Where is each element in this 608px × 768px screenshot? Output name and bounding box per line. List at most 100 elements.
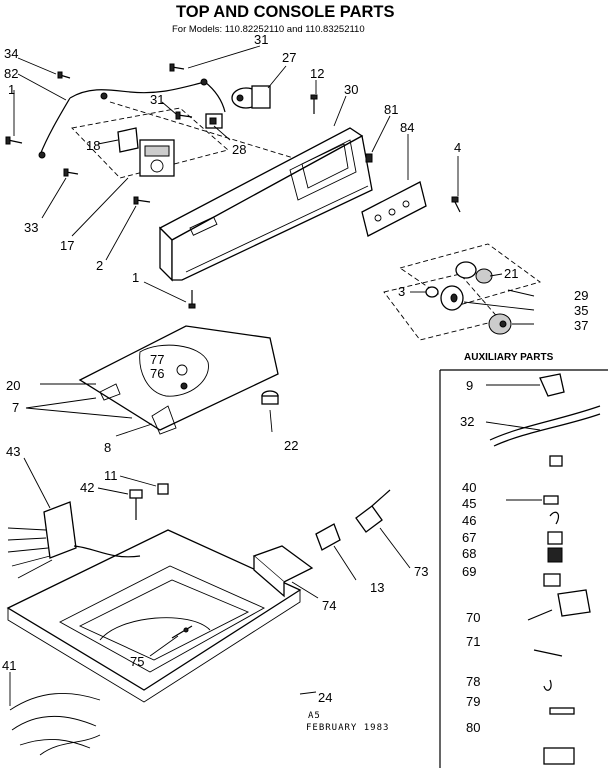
aux-label-67: 67 bbox=[462, 530, 476, 545]
harness-41 bbox=[9, 692, 101, 756]
callout-22: 22 bbox=[284, 438, 298, 453]
bracket-74 bbox=[252, 545, 314, 598]
callout-34: 34 bbox=[4, 46, 18, 61]
screw-4 bbox=[451, 196, 461, 213]
aux-clip-9 bbox=[539, 373, 565, 397]
aux-label-9: 9 bbox=[466, 378, 473, 393]
callout-11: 11 bbox=[104, 468, 118, 483]
aux-label-71: 71 bbox=[466, 634, 480, 649]
aux-clip-78 bbox=[543, 679, 552, 691]
callout-73: 73 bbox=[414, 564, 428, 579]
aux-label-80: 80 bbox=[466, 720, 480, 735]
timer-motor-27 bbox=[231, 85, 271, 109]
screw-34 bbox=[57, 71, 71, 79]
callout-31-lower: 31 bbox=[150, 92, 164, 107]
aux-label-78: 78 bbox=[466, 674, 480, 689]
callout-2: 2 bbox=[96, 258, 103, 273]
aux-pin-71b bbox=[533, 649, 563, 657]
callout-13: 13 bbox=[370, 580, 384, 595]
control-panel-84 bbox=[361, 181, 427, 237]
aux-label-46: 46 bbox=[462, 513, 476, 528]
leader-lines bbox=[9, 45, 542, 706]
callout-31-top: 31 bbox=[254, 32, 268, 47]
knob-35 bbox=[440, 285, 464, 311]
harness-routing-line bbox=[109, 101, 301, 161]
aux-plug-67 bbox=[547, 531, 563, 545]
aux-label-32: 32 bbox=[460, 414, 474, 429]
switch-28 bbox=[205, 113, 223, 129]
lid-switch-73 bbox=[355, 489, 391, 533]
diagram-title: TOP AND CONSOLE PARTS bbox=[176, 3, 395, 21]
callout-30: 30 bbox=[344, 82, 358, 97]
callout-labels: 34 82 1 31 27 12 30 81 84 4 31 18 28 33 … bbox=[2, 32, 588, 705]
aux-label-70: 70 bbox=[466, 610, 480, 625]
aux-connector-40 bbox=[549, 455, 563, 467]
callout-42: 42 bbox=[80, 480, 94, 495]
motor-17 bbox=[139, 139, 175, 177]
aux-hose-32 bbox=[489, 405, 601, 447]
aux-strip-79 bbox=[549, 707, 575, 715]
callout-20: 20 bbox=[6, 378, 20, 393]
callout-77: 77 bbox=[150, 352, 164, 367]
clip-81 bbox=[365, 153, 373, 163]
harness-43 bbox=[7, 501, 141, 579]
callout-1-upper: 1 bbox=[8, 82, 15, 97]
auxiliary-parts-panel: AUXILIARY PARTS bbox=[439, 352, 608, 768]
aux-label-79: 79 bbox=[466, 694, 480, 709]
lid-assembly bbox=[78, 325, 279, 435]
callout-41: 41 bbox=[2, 658, 16, 673]
aux-relay-69 bbox=[543, 573, 561, 587]
aux-label-69: 69 bbox=[462, 564, 476, 579]
footer-date: FEBRUARY 1983 bbox=[306, 723, 389, 733]
callout-84: 84 bbox=[400, 120, 414, 135]
aux-clip-46 bbox=[549, 511, 560, 525]
spacer-3 bbox=[425, 286, 439, 298]
aux-terminal-45 bbox=[543, 495, 559, 505]
callout-21: 21 bbox=[504, 266, 518, 281]
screw-31-lower bbox=[175, 111, 193, 120]
aux-label-45: 45 bbox=[462, 496, 476, 511]
callout-3: 3 bbox=[398, 284, 405, 299]
callout-17: 17 bbox=[60, 238, 74, 253]
clip-75 bbox=[171, 625, 193, 639]
knob-21 bbox=[455, 261, 493, 284]
bracket-18 bbox=[117, 127, 139, 153]
screw-1-upper bbox=[5, 136, 23, 145]
callout-8: 8 bbox=[104, 440, 111, 455]
callout-7: 7 bbox=[12, 400, 19, 415]
knob-37 bbox=[488, 313, 512, 335]
aux-block-80 bbox=[543, 747, 575, 765]
aux-block-68 bbox=[547, 547, 563, 563]
callout-27: 27 bbox=[282, 50, 296, 65]
aux-label-40: 40 bbox=[462, 480, 476, 495]
callout-43: 43 bbox=[6, 444, 20, 459]
cap-11 bbox=[157, 483, 169, 495]
callout-1-console: 1 bbox=[132, 270, 139, 285]
console-wiring-harness bbox=[38, 78, 226, 159]
aux-label-68: 68 bbox=[462, 546, 476, 561]
aux-pin-71 bbox=[527, 609, 553, 621]
bolt-42 bbox=[129, 489, 143, 520]
motor-mounting-outline bbox=[71, 107, 229, 179]
callout-12: 12 bbox=[310, 66, 324, 81]
callout-4: 4 bbox=[454, 140, 461, 155]
footer-code: A5 bbox=[308, 711, 321, 721]
connector-13 bbox=[315, 523, 341, 551]
callout-35: 35 bbox=[574, 303, 588, 318]
callout-37: 37 bbox=[574, 318, 588, 333]
aux-box-70 bbox=[557, 589, 591, 617]
callout-75: 75 bbox=[130, 654, 144, 669]
screw-2 bbox=[133, 196, 151, 205]
callout-29: 29 bbox=[574, 288, 588, 303]
callout-18: 18 bbox=[86, 138, 100, 153]
screw-31-upper bbox=[169, 63, 185, 72]
screw-12 bbox=[310, 94, 318, 114]
callout-82: 82 bbox=[4, 66, 18, 81]
callout-24: 24 bbox=[318, 690, 332, 705]
screw-1-console bbox=[188, 290, 196, 309]
callout-74: 74 bbox=[322, 598, 336, 613]
callout-28: 28 bbox=[232, 142, 246, 157]
bumper-22 bbox=[261, 390, 279, 405]
